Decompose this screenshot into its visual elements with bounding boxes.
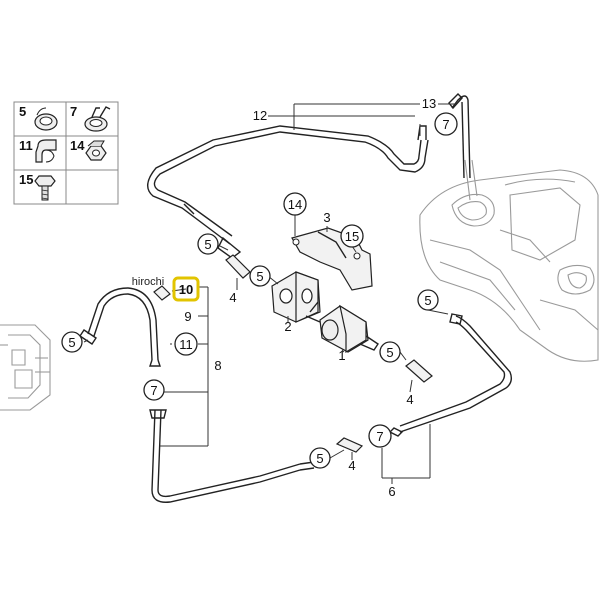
leader-lines — [83, 103, 456, 484]
label-part-13: 13 — [422, 96, 436, 111]
hose-clamp-icon — [34, 107, 58, 131]
legend-cell-5: 5 — [19, 104, 58, 131]
label-part-4-bottom: 4 — [348, 458, 355, 473]
callout-11-label: 11 — [179, 337, 193, 352]
spring-clamp-icon — [84, 106, 111, 132]
label-part-2: 2 — [284, 319, 291, 334]
callout-5-bottom-label: 5 — [316, 451, 323, 466]
callout-5-mid-label: 5 — [256, 269, 263, 284]
callout-7-bottom-label: 7 — [376, 429, 383, 444]
callout-15[interactable]: 15 — [340, 224, 364, 248]
fuel-pump-1 — [305, 301, 379, 354]
callout-14[interactable]: 14 — [283, 192, 307, 216]
callout-5-left-label: 5 — [68, 335, 75, 350]
callout-5-upper[interactable]: 5 — [197, 233, 219, 255]
callout-7-top-label: 7 — [442, 117, 449, 132]
hose-piece-10 — [153, 285, 171, 301]
callout-5-bottom[interactable]: 5 — [309, 447, 331, 469]
legend-cell-15: 15 — [19, 172, 56, 201]
label-part-6: 6 — [388, 484, 395, 499]
legend-cell-11: 11 — [19, 138, 57, 163]
callout-5-upper-label: 5 — [204, 237, 211, 252]
fuel-tank-illustration — [419, 159, 599, 362]
legend-cell-14: 14 — [70, 138, 107, 161]
callout-5-right-top[interactable]: 5 — [417, 289, 439, 311]
bracket-clip-icon — [35, 139, 57, 163]
label-part-12: 12 — [253, 108, 267, 123]
legend-table: 5 7 11 14 — [13, 101, 119, 205]
hex-bolt-icon — [34, 175, 56, 201]
callout-5-left[interactable]: 5 — [61, 331, 83, 353]
fuel-line-12 — [147, 93, 471, 259]
legend-cell-7: 7 — [70, 104, 111, 132]
callout-11[interactable]: 11 — [174, 332, 198, 356]
label-part-4-right: 4 — [406, 392, 413, 407]
callout-15-label: 15 — [345, 229, 359, 244]
callout-5-mid[interactable]: 5 — [249, 265, 271, 287]
auxiliary-heater-illustration — [0, 324, 51, 411]
callout-5-right-top-label: 5 — [424, 293, 431, 308]
callout-14-label: 14 — [288, 197, 302, 212]
filter-holder-2 — [271, 271, 321, 323]
callout-5-right-mid[interactable]: 5 — [379, 341, 401, 363]
legend-num-7: 7 — [70, 104, 77, 119]
watermark-text: hirochi — [132, 276, 164, 288]
callout-5-right-mid-label: 5 — [386, 345, 393, 360]
legend-num-14: 14 — [70, 138, 85, 153]
label-part-8: 8 — [214, 358, 221, 373]
hose-piece-4-right — [405, 359, 433, 383]
label-part-4-upper: 4 — [229, 290, 236, 305]
callout-7-top[interactable]: 7 — [434, 112, 458, 136]
callout-7-left-label: 7 — [150, 383, 157, 398]
callout-10-highlighted[interactable]: 10 — [172, 276, 200, 302]
label-part-1: 1 — [338, 348, 345, 363]
label-part-9: 9 — [184, 309, 191, 324]
legend-num-5: 5 — [19, 104, 26, 119]
label-part-3: 3 — [323, 210, 330, 225]
legend-num-15: 15 — [19, 172, 33, 187]
hose-piece-4-upper — [225, 254, 251, 279]
callout-7-left[interactable]: 7 — [143, 379, 165, 401]
hex-nut-icon — [85, 140, 107, 161]
callout-10-label: 10 — [179, 282, 193, 297]
legend-num-11: 11 — [19, 138, 33, 153]
callout-7-bottom[interactable]: 7 — [368, 424, 392, 448]
hose-piece-4-bottom — [335, 437, 364, 453]
